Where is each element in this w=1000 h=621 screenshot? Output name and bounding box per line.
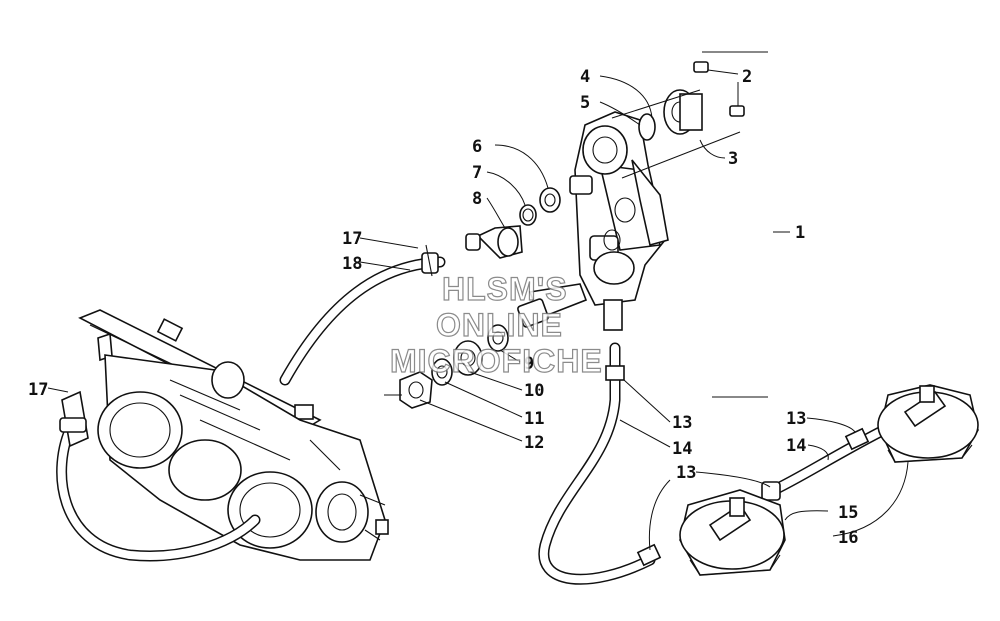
callout-15: 15 [838,503,858,523]
hose-clamp-17-upper [421,244,439,277]
callout-13-center: 13 [672,413,692,433]
fuel-rail-throttle-body-assembly [78,309,389,561]
callout-10: 10 [524,381,544,401]
washer-nut-stack [399,324,509,409]
callout-labels: 4 5 2 3 1 6 7 8 17 18 17 9 10 11 12 13 1… [28,67,858,548]
callout-17-left: 17 [28,380,48,400]
callout-13-lower: 13 [676,463,696,483]
callout-6: 6 [472,137,482,157]
callout-2: 2 [742,67,752,87]
callout-18: 18 [342,254,362,274]
callout-14-upper: 14 [786,436,806,456]
fuel-pressure-regulator-1 [517,111,669,331]
fuel-hose-14-center [538,342,662,585]
callout-5: 5 [580,93,590,113]
return-hose-left [56,390,261,562]
fuel-pump-lower [679,489,786,576]
callout-1: 1 [795,223,805,243]
fuel-hose-14-upper [761,426,886,501]
callout-14-center: 14 [672,439,692,459]
callout-16: 16 [838,528,858,548]
callout-11: 11 [524,409,544,429]
watermark-line-1: HLSM'S [442,271,568,307]
leader-lines [47,69,909,551]
callout-7: 7 [472,163,482,183]
callout-17-upper: 17 [342,229,362,249]
reference-lines [384,51,790,398]
regulator-cover-group [611,61,745,179]
callout-12: 12 [524,433,544,453]
callout-8: 8 [472,189,482,209]
callout-4: 4 [580,67,590,87]
watermark-line-3: MICROFICHE [390,343,603,379]
watermark: HLSM'S ONLINE MICROFICHE [389,270,603,379]
fuel-pump-upper [877,384,979,463]
callout-9: 9 [524,354,534,374]
fitting-stack-6-7-8 [465,187,561,259]
watermark-line-2: ONLINE [436,307,563,343]
fuel-hose-18 [279,256,446,386]
callout-3: 3 [728,149,738,169]
callout-13-upper: 13 [786,409,806,429]
